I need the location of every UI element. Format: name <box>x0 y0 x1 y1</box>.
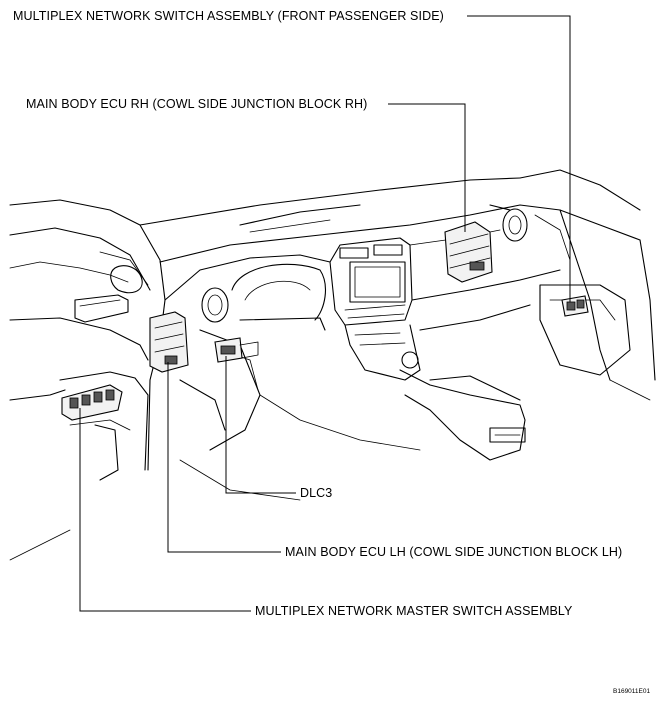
passenger-switch-part <box>561 295 589 317</box>
label-ecu-lh: MAIN BODY ECU LH (COWL SIDE JUNCTION BLO… <box>285 545 623 559</box>
ecu-lh-part <box>149 311 189 373</box>
leader-ecu-lh <box>167 362 281 553</box>
label-switch-passenger: MULTIPLEX NETWORK SWITCH ASSEMBLY (FRONT… <box>13 9 444 23</box>
label-master-switch: MULTIPLEX NETWORK MASTER SWITCH ASSEMBLY <box>255 604 573 618</box>
left-door-outline <box>9 199 166 561</box>
leader-passenger-switch <box>467 15 571 302</box>
leader-ecu-rh <box>388 103 466 232</box>
master-switch-part <box>61 384 123 421</box>
dashboard-outline <box>139 169 656 501</box>
dlc3-part <box>214 337 259 363</box>
leader-master-switch <box>79 408 251 612</box>
label-dlc3: DLC3 <box>300 486 333 500</box>
leader-lines <box>79 15 571 612</box>
ecu-rh-part <box>444 221 493 283</box>
label-ecu-rh: MAIN BODY ECU RH (COWL SIDE JUNCTION BLO… <box>26 97 368 111</box>
leader-dlc3 <box>225 356 296 494</box>
figure-id: B169011E01 <box>613 688 651 695</box>
